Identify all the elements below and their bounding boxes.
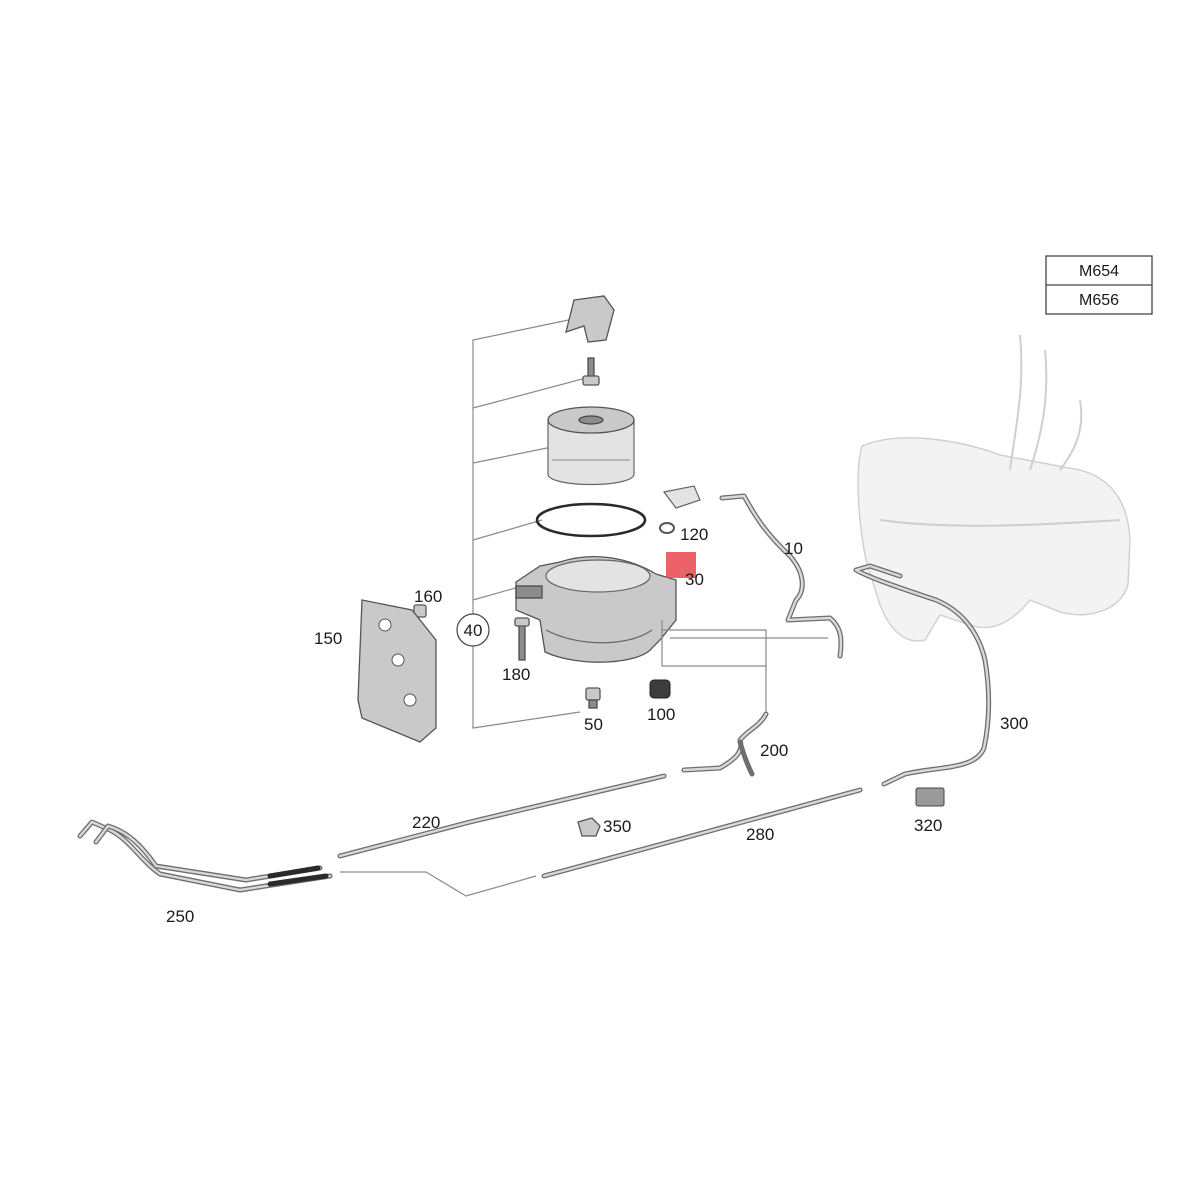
- bolt-head: [514, 617, 530, 627]
- leader-bracket-40: [472, 317, 581, 729]
- fuel-tank-body: [857, 437, 1131, 642]
- o-ring: [535, 502, 647, 538]
- vent-line-ghost-2: [1059, 399, 1083, 471]
- housing-mount: [515, 585, 543, 599]
- filter-element-hole: [578, 415, 604, 425]
- plate-hole-1: [378, 618, 392, 632]
- callout-150: 150: [314, 629, 342, 648]
- fuel-line-10-inner: [720, 494, 843, 658]
- leader-220-280: [340, 871, 537, 897]
- filler-neck-ghost: [1009, 334, 1023, 471]
- vent-line-ghost: [1029, 349, 1048, 471]
- callout-300: 300: [1000, 714, 1028, 733]
- leader-40-oring: [472, 519, 543, 541]
- hose-250-end-a: [267, 873, 329, 887]
- plug-thread: [588, 699, 598, 709]
- callout-250: 250: [166, 907, 194, 926]
- clip-320: [915, 787, 945, 807]
- hose-bundle-250: [77, 819, 333, 893]
- hose-250-a-inner: [78, 820, 332, 892]
- part-120-parts: [659, 485, 701, 534]
- callout-220: 220: [412, 813, 440, 832]
- mounting-plate-150: [357, 599, 437, 743]
- tank-seam-ghost: [879, 519, 1121, 527]
- leader-40-bolt: [472, 377, 587, 409]
- fuel-line-10-outer: [719, 493, 844, 659]
- fuel-line-300: [853, 563, 992, 787]
- highlight-marker-30: [666, 552, 696, 578]
- fuel-line-220: [337, 773, 667, 859]
- filter-housing: [515, 555, 677, 663]
- fuel-line-300-inner: [854, 564, 990, 786]
- callout-30: 30: [685, 570, 704, 589]
- clip-350: [577, 817, 601, 837]
- screw: [582, 357, 600, 386]
- hose-250-end-b: [267, 865, 321, 879]
- filter-element: [547, 406, 635, 486]
- callout-10: 10: [784, 539, 803, 558]
- engine-code-box: M654 M656: [1045, 255, 1153, 315]
- fuel-line-280-inner: [542, 788, 862, 878]
- sensor-block: [662, 485, 701, 509]
- housing-lid: [545, 559, 651, 593]
- engine-code-2: M656: [1079, 292, 1119, 309]
- callout-350: 350: [603, 817, 631, 836]
- plate-body: [357, 599, 437, 743]
- filter-cover-bracket: [565, 295, 615, 343]
- callout-50: 50: [584, 715, 603, 734]
- plate-hole-2: [391, 653, 405, 667]
- callout-180: 180: [502, 665, 530, 684]
- fuel-line-10: [719, 493, 844, 659]
- hose-200-inner: [682, 712, 768, 772]
- fuel-line-280: [541, 787, 863, 879]
- callout-320: 320: [914, 816, 942, 835]
- leader-housing-outlet: [661, 620, 767, 667]
- housing-band: [545, 629, 653, 644]
- sensor-seal: [659, 522, 675, 534]
- callout-circle-40: [456, 613, 490, 647]
- hose-200-outer: [681, 711, 769, 773]
- filter-element-body: [547, 419, 635, 486]
- callout-160: 160: [414, 587, 442, 606]
- plug-head: [585, 687, 601, 701]
- bolt-shank: [518, 623, 526, 661]
- cover-bracket-shape: [565, 295, 615, 343]
- fuel-line-220-inner: [338, 774, 666, 858]
- callout-200: 200: [760, 741, 788, 760]
- plate-hole-3: [403, 693, 417, 707]
- callout-280: 280: [746, 825, 774, 844]
- drain-plug-50: [585, 687, 601, 709]
- hose-200: [681, 711, 769, 777]
- leader-40-filter: [472, 446, 553, 464]
- leaders-housing-outlets: [661, 620, 828, 712]
- nut-160: [413, 604, 427, 618]
- screw-head: [582, 375, 600, 386]
- bolt-180: [514, 617, 530, 661]
- hose-250-b-inner: [94, 824, 322, 882]
- fuel-tank-ghost: [857, 334, 1131, 642]
- callout-40: 40: [464, 621, 483, 640]
- grommet-100: [649, 679, 671, 699]
- callout-120: 120: [680, 525, 708, 544]
- engine-code-1: M654: [1079, 263, 1119, 280]
- callout-100: 100: [647, 705, 675, 724]
- hose-200-branch: [737, 739, 755, 777]
